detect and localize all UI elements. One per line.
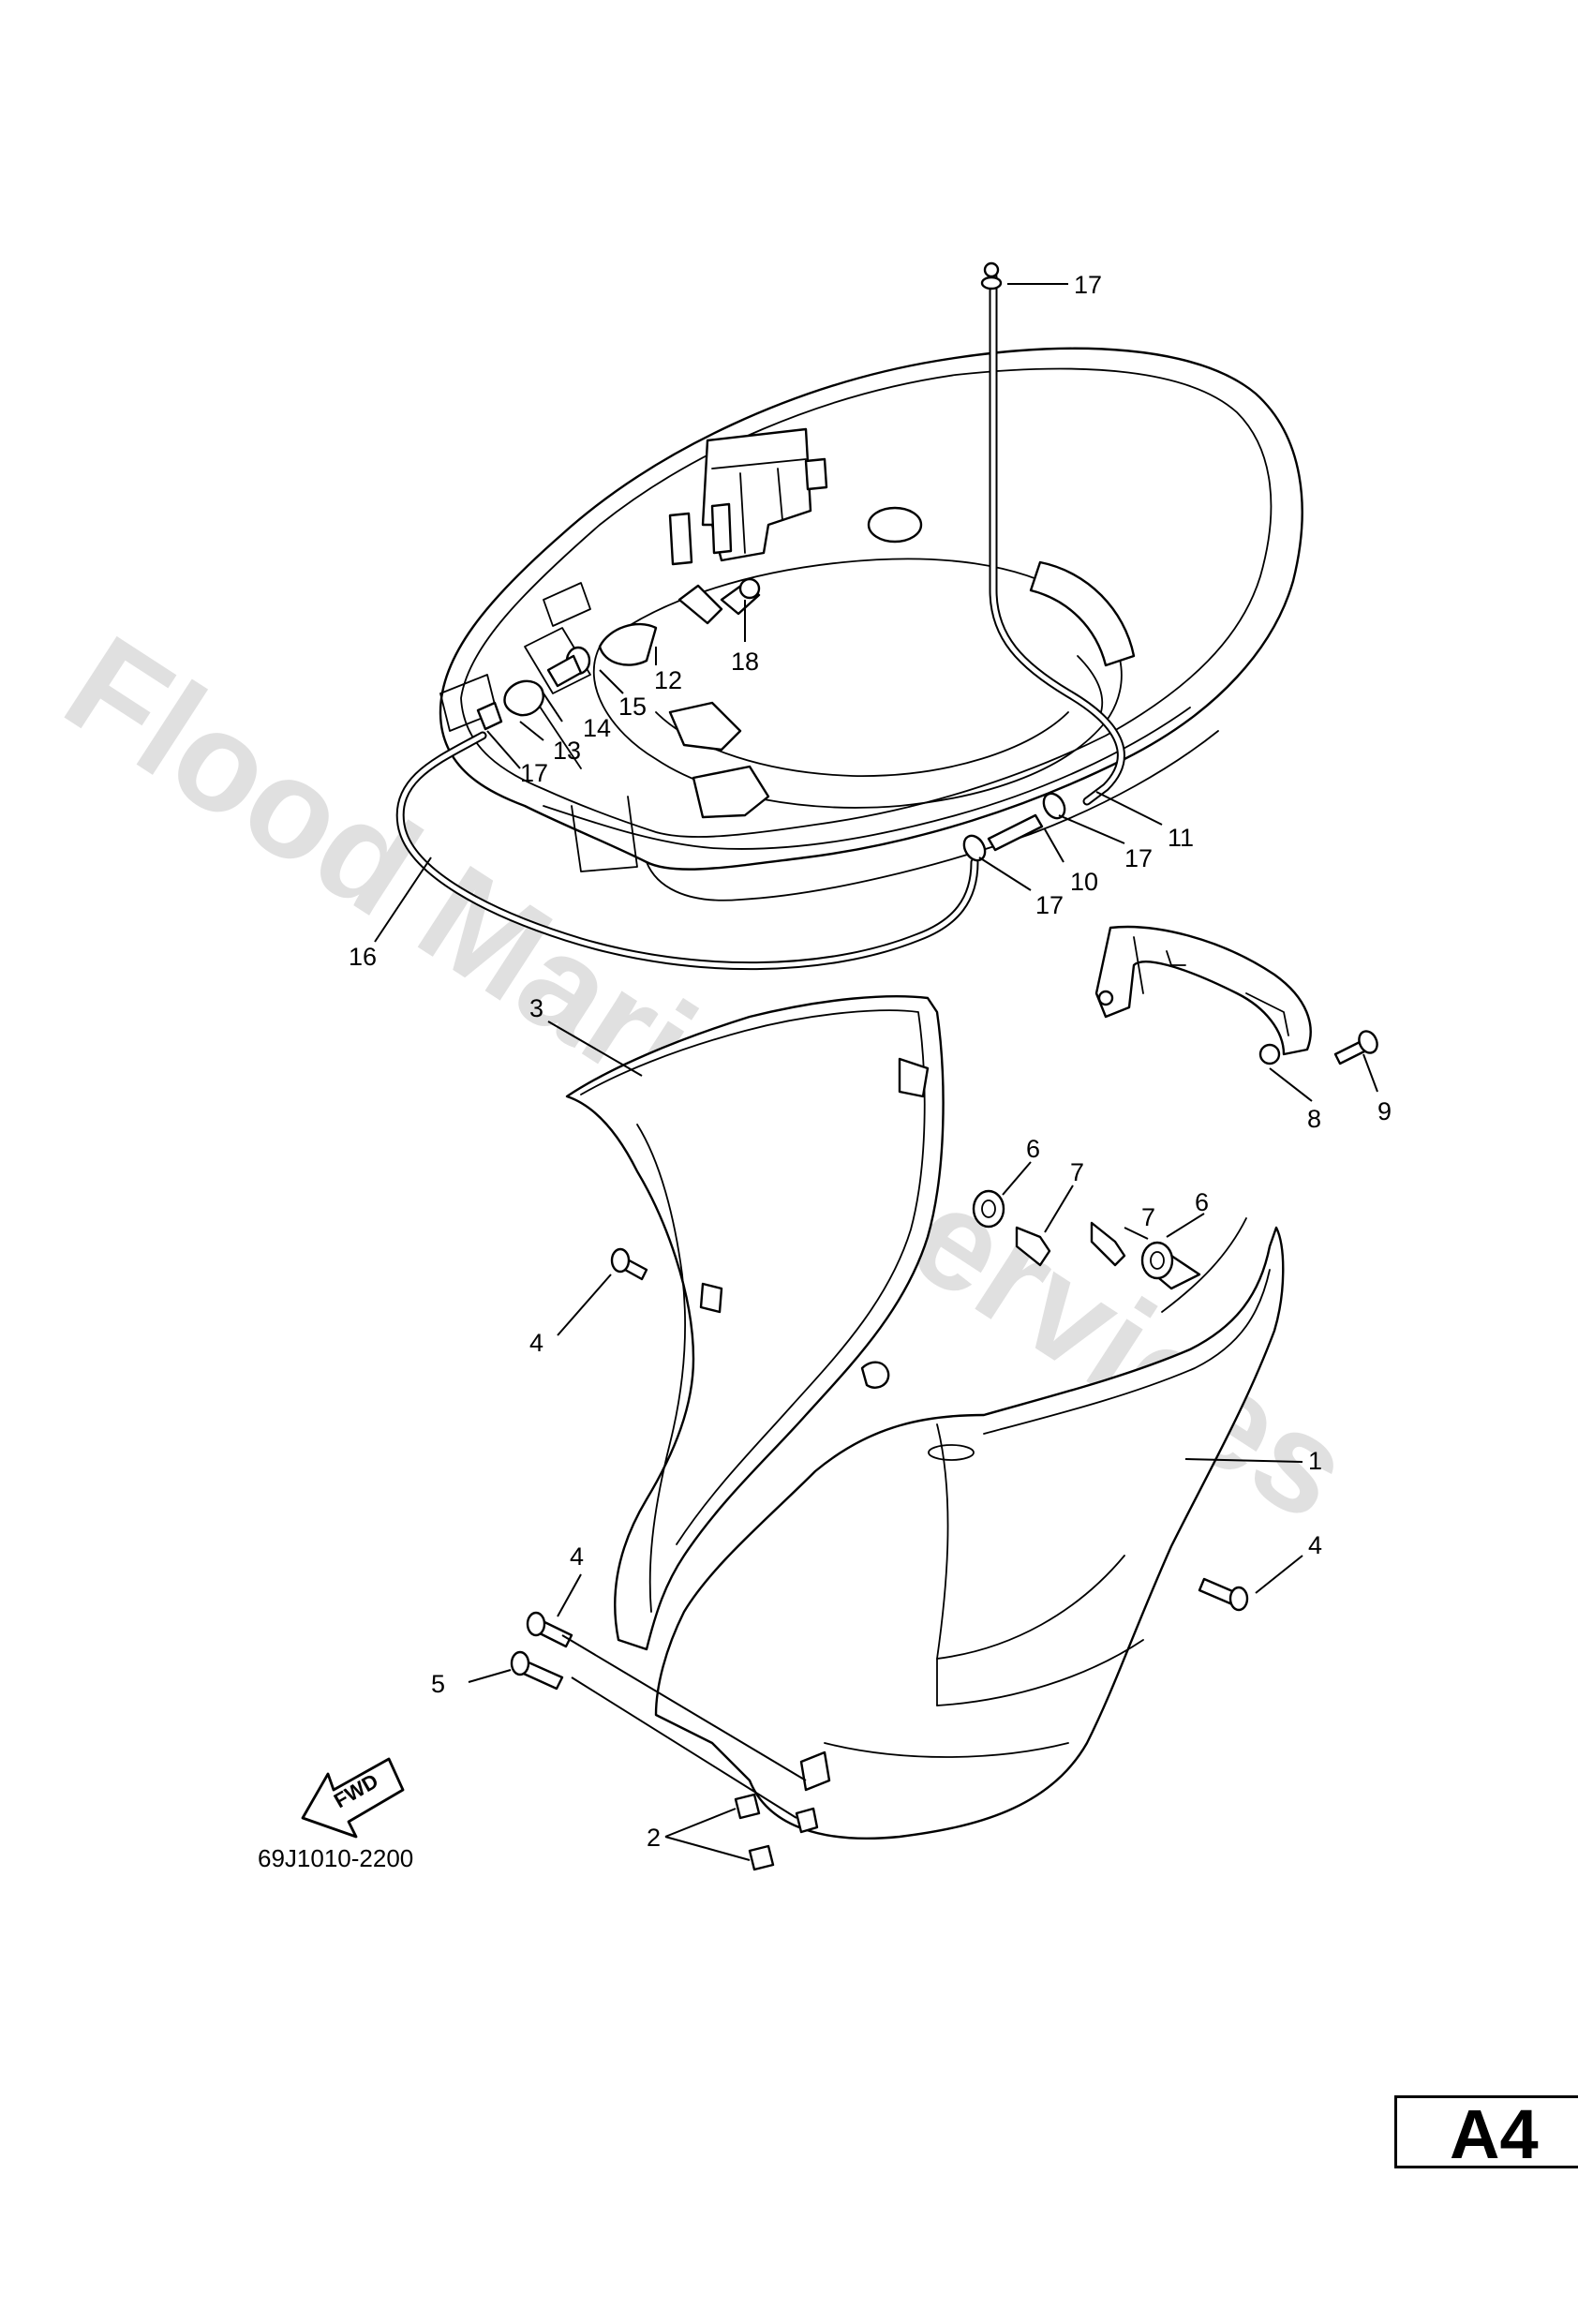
fwd-arrow-icon: FWD	[301, 1757, 405, 1839]
grommet-6-right	[1140, 1241, 1174, 1280]
callout-9: 9	[1377, 1097, 1392, 1125]
callout-5: 5	[431, 1670, 445, 1698]
callout-6: 6	[1026, 1135, 1040, 1163]
bolt-4-lower	[526, 1611, 573, 1648]
screw-9	[1333, 1030, 1378, 1065]
joint-10	[962, 792, 1066, 862]
callout-6: 6	[1195, 1188, 1209, 1216]
callout-15: 15	[618, 693, 647, 721]
callout-17: 17	[520, 759, 548, 787]
grommet-6-left	[972, 1189, 1005, 1229]
callout-16: 16	[349, 943, 377, 971]
callout-18: 18	[731, 648, 759, 676]
pilot-fitting-12-15	[476, 577, 761, 731]
bolt-5	[510, 1650, 564, 1691]
leader-lines	[374, 283, 1378, 1861]
callout-17: 17	[1074, 271, 1102, 299]
page-badge-label: A4	[1450, 2095, 1539, 2173]
callout-13: 13	[553, 737, 581, 765]
pin-7-left	[1015, 1226, 1051, 1267]
callout-17: 17	[1124, 844, 1153, 872]
callout-11: 11	[1168, 824, 1194, 852]
hose-11	[989, 272, 1125, 806]
bolt-4-upper	[610, 1247, 648, 1281]
hose-clip-17-top	[980, 261, 1003, 290]
callout-4: 4	[570, 1542, 584, 1571]
bolt-4-right	[1198, 1577, 1249, 1612]
upper-cowling-pan	[439, 347, 1303, 901]
callout-4: 4	[1308, 1531, 1322, 1559]
callout-1: 1	[1308, 1447, 1322, 1475]
bottom-cowling-starboard-1	[654, 1217, 1285, 1840]
callout-14: 14	[583, 714, 611, 742]
callout-labels: 17 18 12 15 14 13 17 11 17 10 17 16 3 9 …	[349, 271, 1392, 1852]
diagram-code: 69J1010-2200	[258, 1844, 413, 1872]
callout-12: 12	[654, 666, 682, 694]
hose-16	[395, 731, 979, 971]
page-badge: A4	[1394, 2095, 1578, 2173]
nut-2	[734, 1793, 775, 1871]
callout-8: 8	[1307, 1105, 1321, 1133]
pin-7-right	[1090, 1221, 1126, 1267]
callout-7: 7	[1141, 1203, 1155, 1231]
bracket-8	[1094, 925, 1312, 1065]
callout-4: 4	[529, 1329, 543, 1357]
callout-3: 3	[529, 994, 543, 1022]
callout-7: 7	[1070, 1158, 1084, 1186]
callout-10: 10	[1070, 868, 1098, 896]
callout-2: 2	[647, 1824, 661, 1852]
callout-17: 17	[1035, 891, 1064, 919]
